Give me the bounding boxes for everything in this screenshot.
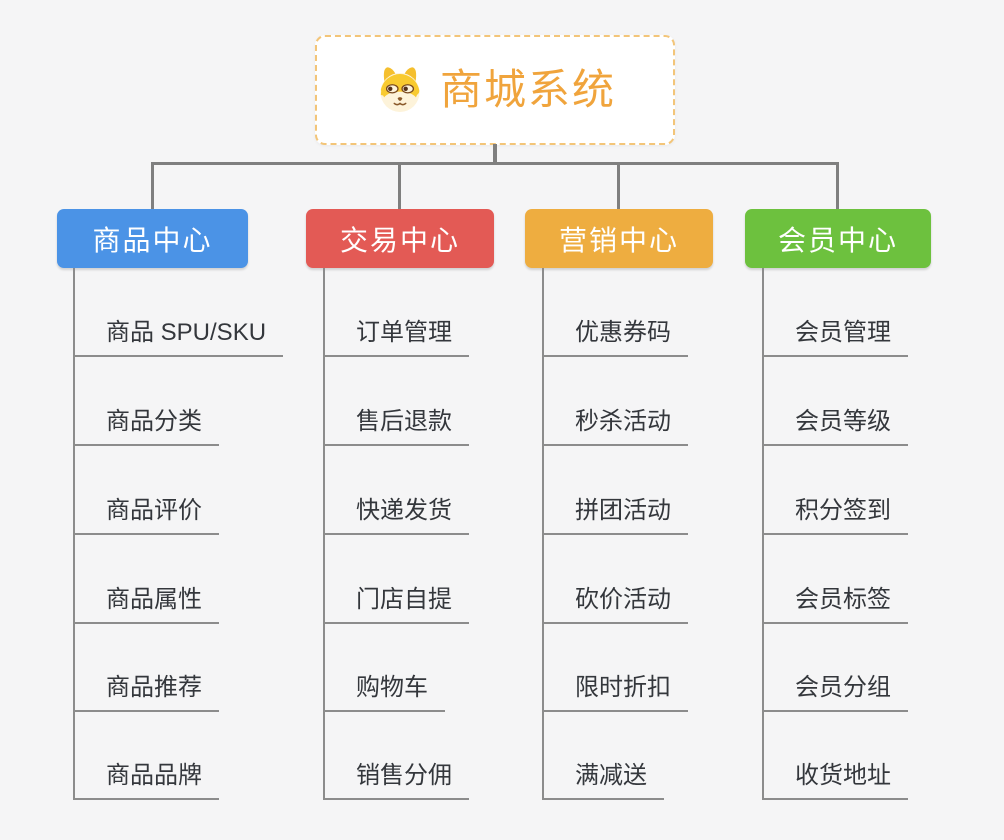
branch-node-member-center[interactable]: 会员中心	[745, 209, 931, 268]
dog-face-icon	[374, 64, 426, 116]
connector-root-trunk	[493, 144, 497, 164]
leaf-node[interactable]: 商品分类	[73, 406, 219, 446]
leaf-node[interactable]: 砍价活动	[542, 584, 688, 624]
leaf-node[interactable]: 门店自提	[323, 584, 469, 624]
leaf-node[interactable]: 购物车	[323, 672, 445, 712]
leaf-node[interactable]: 快递发货	[323, 495, 469, 535]
leaf-node[interactable]: 销售分佣	[323, 760, 469, 800]
branch-node-trade-center[interactable]: 交易中心	[306, 209, 494, 268]
leaf-node[interactable]: 会员分组	[762, 672, 908, 712]
connector-drop-1	[151, 164, 154, 210]
leaf-node[interactable]: 限时折扣	[542, 672, 688, 712]
leaf-node[interactable]: 商品 SPU/SKU	[73, 317, 284, 357]
leaf-node[interactable]: 商品属性	[73, 584, 219, 624]
leaf-node[interactable]: 拼团活动	[542, 495, 688, 535]
leaf-node[interactable]: 收货地址	[762, 760, 908, 800]
root-node[interactable]: 商城系统	[315, 35, 675, 145]
connector-drop-4	[836, 164, 839, 210]
leaf-node[interactable]: 商品品牌	[73, 760, 219, 800]
leaf-node[interactable]: 积分签到	[762, 495, 908, 535]
leaf-node[interactable]: 会员标签	[762, 584, 908, 624]
leaf-node[interactable]: 商品评价	[73, 495, 219, 535]
leaf-node[interactable]: 会员等级	[762, 406, 908, 446]
leaf-node[interactable]: 订单管理	[323, 317, 469, 357]
connector-drop-3	[617, 164, 620, 210]
connector-horizontal	[151, 162, 839, 165]
leaf-node[interactable]: 会员管理	[762, 317, 908, 357]
branch-node-marketing-center[interactable]: 营销中心	[525, 209, 713, 268]
leaf-node[interactable]: 售后退款	[323, 406, 469, 446]
leaf-node[interactable]: 秒杀活动	[542, 406, 688, 446]
root-title: 商城系统	[439, 66, 616, 113]
branch-node-product-center[interactable]: 商品中心	[57, 209, 248, 268]
leaf-node[interactable]: 优惠券码	[542, 317, 688, 357]
connector-drop-2	[398, 164, 401, 210]
leaf-node[interactable]: 商品推荐	[73, 672, 219, 712]
leaf-node[interactable]: 满减送	[542, 760, 664, 800]
